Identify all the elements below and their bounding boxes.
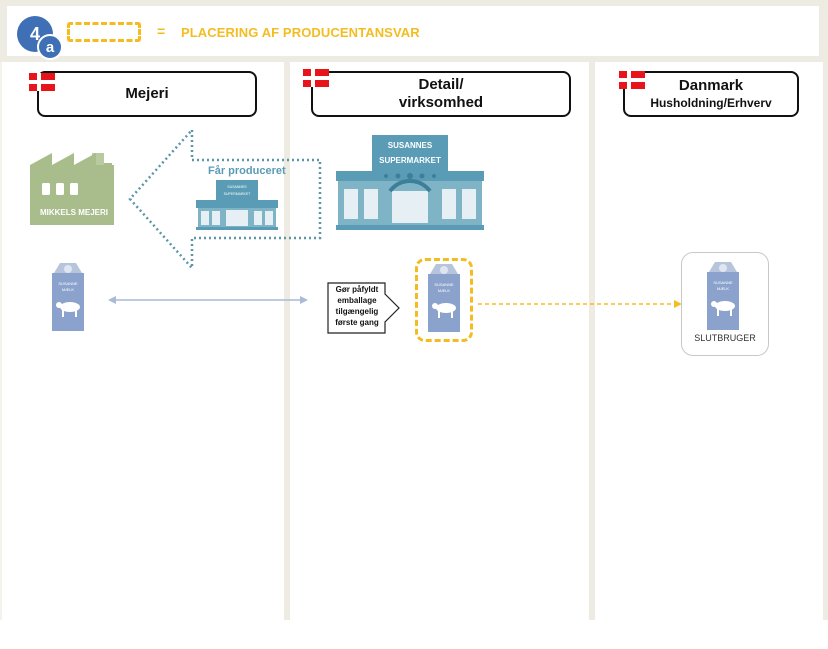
column-title: Detail/ <box>418 76 464 93</box>
legend-dashed-box-icon <box>67 22 141 42</box>
step-badge-letter: a <box>37 34 63 60</box>
denmark-flag-icon <box>619 71 645 89</box>
dotted-left-arrow-icon <box>128 129 322 270</box>
callout-line: Gør påfyldt <box>335 285 379 294</box>
frame-left-border <box>0 62 2 620</box>
dashed-arrow-icon <box>478 300 682 308</box>
callout-line: tilgængelig <box>335 307 379 316</box>
end-user-label: SLUTBRUGER <box>694 333 756 343</box>
denmark-flag-icon <box>29 73 55 91</box>
factory-icon <box>30 153 114 225</box>
carton-line2: MÆLK <box>717 286 730 291</box>
arrow-label: Får produceret <box>208 165 286 177</box>
callout-shape <box>327 282 400 334</box>
carton-line1: SUSANNE <box>58 281 78 286</box>
carton-line1: SUSANNE <box>713 280 733 285</box>
denmark-flag-icon <box>303 69 329 87</box>
callout-line: første gang <box>335 318 379 327</box>
producer-responsibility-box <box>415 258 473 342</box>
column-header-danmark: Danmark Husholdning/Erhverv <box>623 71 799 117</box>
column-subtitle: virksomhed <box>398 94 484 111</box>
legend-text: PLACERING AF PRODUCENTANSVAR <box>181 25 420 40</box>
legend-bar: 4 a = PLACERING AF PRODUCENTANSVAR <box>7 6 819 60</box>
frame-right-border <box>823 62 828 620</box>
carton-line2: MÆLK <box>62 287 75 292</box>
double-arrow-icon <box>108 296 308 304</box>
small-store-line1: SUSANNES <box>227 185 247 189</box>
factory-label: MIKKELS MEJERI <box>39 208 108 217</box>
column-title: Mejeri <box>125 85 169 102</box>
column-title: Danmark <box>678 77 744 94</box>
small-store-line2: SUPERMARKET <box>224 192 252 196</box>
column-header-mejeri: Mejeri <box>37 71 257 117</box>
store-line2: SUPERMARKET <box>379 156 441 165</box>
milk-carton-icon: SUSANNE MÆLK <box>707 262 739 330</box>
callout-text: Gør påfyldt emballage tilgængelig første… <box>330 284 384 328</box>
column-subtitle: Husholdning/Erhverv <box>650 96 772 110</box>
carton-line2: MÆLK <box>438 288 451 293</box>
column-header-detail: Detail/ virksomhed <box>311 71 571 117</box>
column-divider <box>589 62 595 620</box>
callout-line: emballage <box>337 296 377 305</box>
store-line1: SUSANNES <box>388 141 433 150</box>
milk-carton-icon: SUSANNE MÆLK <box>428 264 460 332</box>
column-divider <box>284 62 290 620</box>
milk-carton-icon: SUSANNE MÆLK <box>52 263 84 331</box>
carton-line1: SUSANNE <box>434 282 454 287</box>
legend-equals: = <box>157 23 166 39</box>
supermarket-icon: SUSANNES SUPERMARKET <box>336 135 484 230</box>
small-store-icon: SUSANNES SUPERMARKET <box>196 180 278 230</box>
